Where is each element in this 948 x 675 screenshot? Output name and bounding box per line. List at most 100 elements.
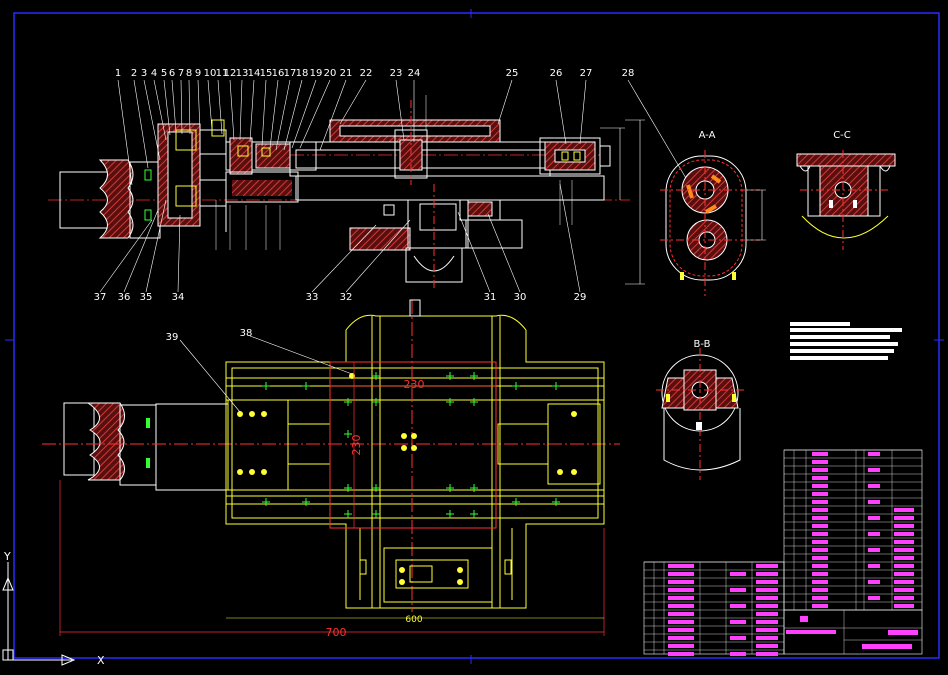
plus-marker <box>470 484 478 492</box>
part-number-36: 36 <box>118 292 131 303</box>
plus-marker <box>372 484 380 492</box>
part-number-15: 15 <box>260 68 273 79</box>
bolt-hole <box>399 567 405 573</box>
bolt-hole <box>457 579 463 585</box>
part-number-18: 18 <box>296 68 309 79</box>
dimension-inner-length: 600 <box>405 615 422 625</box>
bolt-markers <box>262 372 560 518</box>
part-number-37: 37 <box>94 292 107 303</box>
plus-marker <box>552 382 560 390</box>
part-number-6: 6 <box>169 68 175 79</box>
part-number-35: 35 <box>140 292 153 303</box>
part-number-labels-bottom: 37 36 35 34 33 32 31 30 29 <box>94 292 587 303</box>
dimension-overall-length: 700 <box>326 626 347 639</box>
part-number-16: 16 <box>272 68 285 79</box>
plus-marker <box>512 382 520 390</box>
part-number-23: 23 <box>390 68 403 79</box>
plus-marker <box>344 398 352 406</box>
section-a-a-view: A-A <box>660 130 766 296</box>
part-number-7: 7 <box>178 68 184 79</box>
title-block <box>783 609 923 655</box>
plus-marker <box>470 372 478 380</box>
part-number-39: 39 <box>166 332 179 343</box>
part-number-9: 9 <box>195 68 201 79</box>
dimension-plate-height: 230 <box>350 435 363 456</box>
bolt-hole <box>571 411 577 417</box>
ucs-axis-icon: Y X <box>2 550 105 667</box>
part-number-34: 34 <box>172 292 185 303</box>
plus-marker <box>470 398 478 406</box>
section-label-bb: B-B <box>694 339 711 350</box>
part-number-30: 30 <box>514 292 527 303</box>
part-number-labels-plan: 39 38 <box>166 328 253 343</box>
plus-marker <box>262 382 270 390</box>
bolt-hole <box>261 411 267 417</box>
bolt-hole <box>401 433 407 439</box>
plus-marker <box>552 498 560 506</box>
part-number-13: 13 <box>236 68 249 79</box>
drawing-frame <box>5 9 944 664</box>
part-number-19: 19 <box>310 68 323 79</box>
part-number-33: 33 <box>306 292 319 303</box>
plus-marker <box>302 382 310 390</box>
bolt-hole <box>399 579 405 585</box>
part-number-12: 12 <box>224 68 237 79</box>
part-number-27: 27 <box>580 68 593 79</box>
bill-of-materials-table <box>643 449 923 656</box>
plan-view: 230 230 700 600 39 38 <box>42 299 620 639</box>
part-number-29: 29 <box>574 292 587 303</box>
bolt-hole <box>411 433 417 439</box>
part-number-5: 5 <box>161 68 167 79</box>
bolt-hole <box>557 469 563 475</box>
bolt-hole <box>571 469 577 475</box>
plus-marker <box>344 484 352 492</box>
plus-marker <box>446 484 454 492</box>
part-number-10: 10 <box>204 68 217 79</box>
part-number-1: 1 <box>115 68 121 79</box>
bolt-hole <box>237 411 243 417</box>
bolt-hole <box>411 445 417 451</box>
part-number-32: 32 <box>340 292 353 303</box>
part-number-4: 4 <box>151 68 157 79</box>
technical-notes-block <box>790 322 902 360</box>
dimension-plate-width: 230 <box>404 378 425 391</box>
part-number-22: 22 <box>360 68 373 79</box>
plus-marker <box>344 430 352 438</box>
part-number-2: 2 <box>131 68 137 79</box>
plus-marker <box>372 398 380 406</box>
part-number-20: 20 <box>324 68 337 79</box>
part-number-24: 24 <box>408 68 421 79</box>
part-number-28: 28 <box>622 68 635 79</box>
plus-marker <box>372 510 380 518</box>
plus-marker <box>446 398 454 406</box>
part-number-38: 38 <box>240 328 253 339</box>
section-label-cc: C-C <box>833 130 851 141</box>
axis-label-x: X <box>97 654 105 667</box>
plus-marker <box>344 510 352 518</box>
part-number-25: 25 <box>506 68 519 79</box>
bolt-hole <box>457 567 463 573</box>
part-number-8: 8 <box>186 68 192 79</box>
section-b-b-view: B-B <box>656 339 745 480</box>
axis-label-y: Y <box>3 550 11 563</box>
bolt-hole <box>249 411 255 417</box>
plus-marker <box>372 372 380 380</box>
part-number-21: 21 <box>340 68 353 79</box>
section-label-aa: A-A <box>699 130 716 141</box>
part-number-11: 11 <box>216 68 229 79</box>
plus-marker <box>302 498 310 506</box>
part-number-14: 14 <box>248 68 261 79</box>
part-number-26: 26 <box>550 68 563 79</box>
plus-marker <box>446 372 454 380</box>
plus-marker <box>262 498 270 506</box>
part-number-3: 3 <box>141 68 147 79</box>
section-c-c-view: C-C <box>796 130 896 250</box>
plus-marker <box>470 510 478 518</box>
bolt-hole <box>349 373 355 379</box>
bolt-hole <box>249 469 255 475</box>
part-number-31: 31 <box>484 292 497 303</box>
plus-marker <box>512 498 520 506</box>
plus-marker <box>446 510 454 518</box>
part-number-17: 17 <box>284 68 297 79</box>
